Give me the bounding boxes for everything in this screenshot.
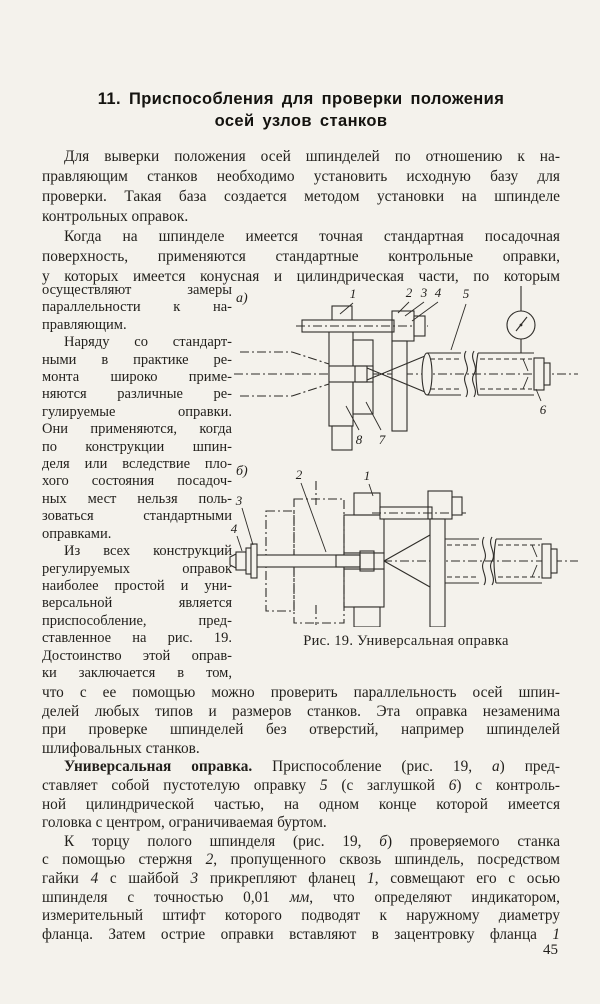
text-line: у которых имеется конусная и цилиндричес… — [42, 268, 560, 285]
svg-text:1: 1 — [364, 468, 371, 483]
text-line: приспособление, пред- — [42, 612, 232, 629]
heading-line-2: осей узлов станков — [214, 112, 388, 130]
clamp-screw — [296, 310, 428, 342]
svg-text:2: 2 — [296, 467, 303, 482]
text-line: ставленное на рис. 19. — [42, 630, 232, 647]
text-line: Наряду со стандарт- — [64, 334, 232, 351]
svg-text:1: 1 — [350, 286, 357, 301]
svg-text:8: 8 — [356, 432, 363, 447]
text-line: измерительный штифт которого подводят к … — [42, 907, 560, 925]
spindle-outline — [265, 481, 345, 625]
figure-a-label: а) — [236, 291, 248, 306]
text-line: ной цилиндрической частью, на одном конц… — [42, 795, 560, 813]
text-line: делей любых типов и размеров станков. Эт… — [42, 702, 560, 720]
text-line: при проверке шпинделей без отверстий, на… — [42, 721, 560, 739]
svg-text:4: 4 — [435, 285, 442, 300]
figure-b-leaders — [236, 482, 374, 553]
paragraphs-full-top: Для выверки положения осей шпинделей по … — [42, 147, 560, 287]
figure-a-leaders — [339, 301, 542, 431]
svg-text:6: 6 — [540, 402, 547, 417]
text-line: регулируемых оправок — [42, 560, 232, 577]
figure-b-callouts: 1 2 3 4 — [231, 467, 371, 536]
figure-b-label: б) — [236, 464, 248, 479]
paragraphs-full-bottom: что с ее помощью можно проверить паралле… — [42, 684, 560, 944]
mandrel-cylinder — [445, 536, 558, 586]
text-line: правляющим станков необходимо установить… — [42, 168, 560, 185]
text-line: с помощью стержня 2, пропущенного сквозь… — [42, 851, 560, 869]
text-line: оправками. — [42, 525, 112, 542]
page-number: 45 — [543, 942, 558, 958]
text-line: Универсальная оправка. Приспособление (р… — [64, 758, 560, 776]
text-line: головка с центром, ограничиваемая буртом… — [42, 814, 327, 832]
figure-19: а) — [226, 280, 586, 650]
text-line: ных мест нельзя поль- — [42, 490, 232, 507]
heading-line-1: 11. Приспособления для проверки положени… — [97, 90, 505, 108]
svg-text:4: 4 — [231, 521, 238, 536]
text-line: гайки 4 с шайбой 3 прикрепляют фланец 1,… — [42, 869, 560, 887]
text-line: Когда на шпинделе имеется точная стандар… — [64, 228, 560, 245]
text-line: осуществляют замеры — [42, 282, 232, 298]
text-line: наиболее простой и уни- — [42, 577, 232, 594]
text-line: Достоинство этой оправ- — [42, 647, 232, 664]
text-line: зоваться стандартными — [42, 508, 232, 525]
vertical-arm — [391, 340, 408, 432]
text-line: Из всех конструкций — [64, 543, 232, 560]
text-line: по конструкции шпин- — [42, 438, 232, 455]
section-heading: 11. Приспособления для проверки положени… — [42, 88, 560, 132]
mandrel-cylinder — [427, 350, 551, 398]
text-line: шлифовальных станков. — [42, 739, 200, 757]
text-line: ставляет собой пустотелую оправку 5 (с з… — [42, 776, 560, 794]
text-line: К торцу полого шпинделя (рис. 19, б) про… — [64, 832, 560, 850]
vertical-arm — [429, 518, 446, 627]
text-line: фланца. Затем острие оправки вставляют в… — [42, 925, 560, 943]
dial-indicator — [506, 286, 536, 353]
figure-b-drawing: б) — [229, 464, 578, 627]
clamp-screw — [372, 490, 466, 520]
svg-text:2: 2 — [406, 285, 413, 300]
text-line: ными в практике ре- — [42, 351, 232, 368]
svg-text:3: 3 — [420, 285, 428, 300]
text-line: проверки. Такая база создается методом у… — [42, 188, 560, 205]
text-line: Они применяются, когда — [42, 421, 232, 438]
figure-caption: Рис. 19. Универсальная оправка — [303, 633, 509, 649]
text-line: монта широко приме- — [42, 369, 232, 386]
figure-a-drawing: а) — [234, 285, 578, 451]
text-line: Для выверки положения осей шпинделей по … — [64, 148, 560, 165]
text-line: что с ее помощью можно проверить паралле… — [42, 684, 560, 701]
spindle-outline — [240, 351, 330, 397]
figure-a-callouts: 1 2 3 4 5 6 7 8 — [350, 285, 547, 447]
text-line: хого состояния посадоч- — [42, 473, 232, 490]
text-line: параллельности к на- — [42, 299, 232, 316]
text-line: гулируемые оправки. — [42, 403, 232, 420]
text-line: ки заключается в том, — [42, 664, 232, 681]
text-line: поверхность, применяются стандартные кон… — [42, 248, 560, 265]
text-line: версальной является — [42, 595, 232, 612]
text-line: деля или вследствие пло- — [42, 456, 232, 473]
svg-text:3: 3 — [235, 493, 243, 508]
text-line: шпинделя с точностью 0,01 мм, что опреде… — [42, 888, 560, 906]
text-line: контрольных оправок. — [42, 208, 189, 225]
text-line: правляющим. — [42, 316, 127, 333]
svg-text:5: 5 — [463, 286, 470, 301]
cone-centre — [383, 534, 431, 588]
svg-text:7: 7 — [379, 432, 386, 447]
text-line: няются различные ре- — [42, 386, 232, 403]
tie-rod — [229, 543, 375, 579]
